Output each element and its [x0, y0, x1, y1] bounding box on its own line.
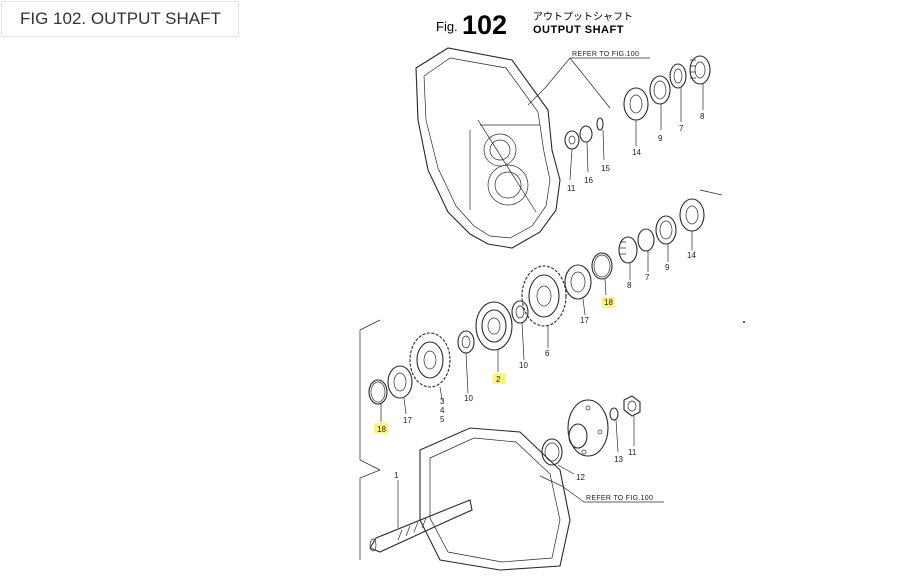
part-number-11-top: 11 — [567, 184, 576, 193]
highlight-2 — [493, 373, 506, 384]
part-number-9-top: 9 — [658, 134, 663, 143]
part-number-7-top: 7 — [679, 124, 684, 133]
part-15-snap-ring — [596, 117, 604, 131]
part-6-gear — [521, 265, 567, 327]
part-7-collar-mid — [637, 228, 655, 252]
part-8-needle-bearing-mid — [618, 236, 638, 264]
part-18-snap-ring-low — [368, 379, 388, 405]
part-number-5: 5 — [440, 415, 445, 424]
part-13-washer — [609, 407, 619, 421]
part-2-synchro-hub — [475, 301, 513, 351]
part-number-10-mid: 10 — [519, 361, 528, 370]
part-11-nut-low — [623, 395, 641, 417]
part-14-bearing-mid — [679, 198, 705, 232]
title-english: OUTPUT SHAFT — [533, 24, 624, 36]
title-japanese: アウトプットシャフト — [533, 11, 633, 23]
part-8-needle-bearing-top — [689, 55, 711, 85]
part-number-18-low: 18 — [377, 425, 386, 434]
part-number-16: 16 — [584, 176, 593, 185]
part-12-oil-seal — [541, 438, 563, 466]
figure-caption: FIG 102. OUTPUT SHAFT — [1, 1, 239, 37]
part-7-collar-top — [669, 63, 687, 89]
part-number-17-low: 17 — [403, 416, 412, 425]
part-18-snap-ring-mid — [591, 252, 613, 280]
part-number-3: 3 — [440, 397, 445, 406]
refer-label-bottom: REFER TO FIG.100 — [586, 495, 653, 502]
part-number-8-mid: 8 — [627, 281, 632, 290]
highlight-18-low — [374, 423, 388, 434]
part-3-gear — [409, 332, 451, 388]
part-10-washer-low — [457, 330, 475, 354]
part-number-11-low: 11 — [628, 448, 637, 457]
highlight-18-mid — [602, 297, 615, 308]
refer-label-top: REFER TO FIG.100 — [572, 51, 639, 58]
part-number-1: 1 — [394, 471, 399, 480]
transmission-housing-outline — [415, 47, 561, 249]
part-number-14-top: 14 — [632, 148, 641, 157]
part-number-14-mid: 14 — [687, 251, 696, 260]
part-9-spacer-mid — [655, 215, 677, 245]
part-number-7-mid: 7 — [645, 273, 650, 282]
part-number-10-low: 10 — [464, 394, 473, 403]
part-number-4: 4 — [440, 406, 445, 415]
part-14-bearing-top — [623, 87, 649, 121]
part-number-12: 12 — [576, 473, 585, 482]
part-17-thrust-washer-low — [387, 365, 413, 399]
part-number-2: 2 — [496, 375, 501, 384]
output-flange — [567, 399, 609, 457]
part-number-9-mid: 9 — [665, 263, 670, 272]
part-1-output-shaft — [369, 499, 473, 553]
part-17-thrust-washer-mid — [564, 264, 592, 300]
part-number-18-mid: 18 — [604, 298, 613, 307]
fig-number: 102 — [462, 10, 507, 40]
fig-label: Fig. — [436, 19, 458, 34]
part-10-washer-mid — [511, 300, 529, 324]
extension-housing-outline — [419, 427, 571, 571]
part-number-17-mid: 17 — [580, 316, 589, 325]
part-number-6: 6 — [545, 349, 550, 358]
part-11-nut-top — [564, 130, 580, 150]
part-number-13: 13 — [614, 455, 623, 464]
part-number-15: 15 — [601, 164, 610, 173]
part-16-washer — [579, 125, 593, 143]
part-9-spacer-top — [649, 75, 671, 105]
part-number-8-top: 8 — [700, 112, 705, 121]
